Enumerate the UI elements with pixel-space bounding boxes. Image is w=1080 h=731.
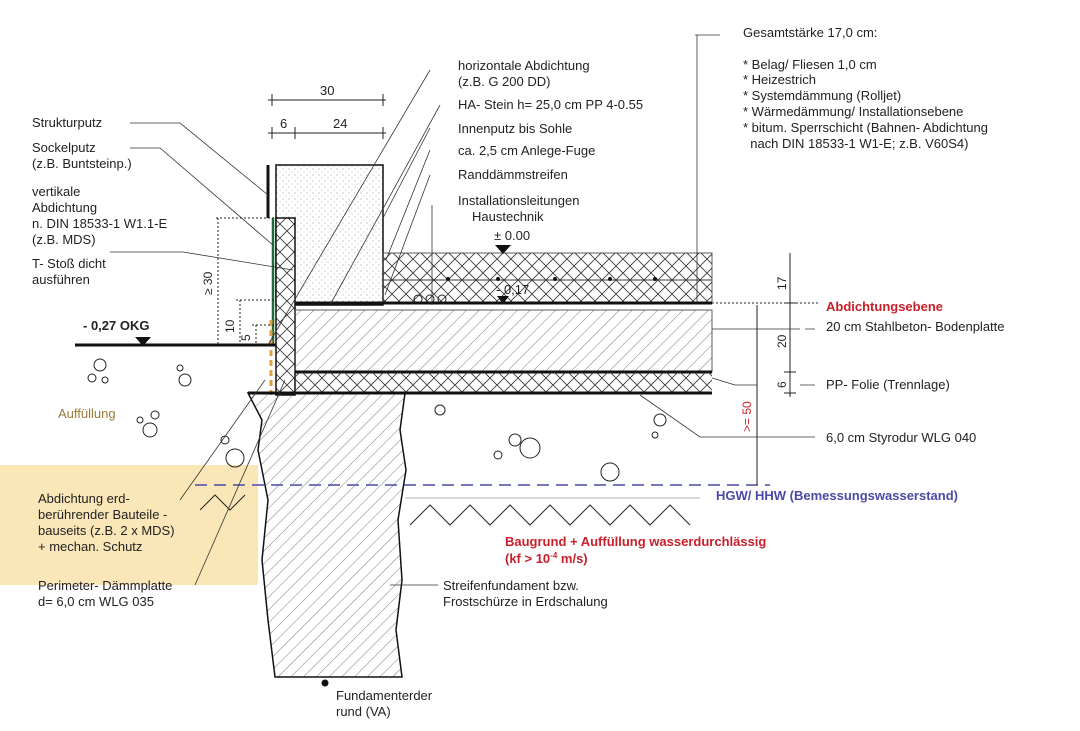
- label-vertical-seal-4: (z.B. MDS): [32, 232, 96, 247]
- dim-24: 24: [333, 116, 347, 131]
- label-sockelputz-2: (z.B. Buntsteinp.): [32, 156, 132, 171]
- label-level-0: ± 0.00: [494, 228, 530, 243]
- label-foil: PP- Folie (Trennlage): [826, 377, 950, 392]
- top-dimensions: [268, 94, 386, 139]
- floor-build-item: * Belag/ Fliesen 1,0 cm: [743, 57, 877, 72]
- label-styrodur: 6,0 cm Styrodur WLG 040: [826, 430, 976, 445]
- styrodur-insulation: [295, 372, 712, 393]
- label-groundwater: HGW/ HHW (Bemessungswasserstand): [716, 488, 958, 503]
- label-subsoil-2: (kf > 10-4 m/s): [505, 551, 588, 566]
- label-vertical-seal-3: n. DIN 18533-1 W1.1-E: [32, 216, 167, 231]
- label-horizontal-seal-2: (z.B. G 200 DD): [458, 74, 550, 89]
- dim-min-30: ≥ 30: [201, 271, 215, 295]
- label-vertical-seal-2: Abdichtung: [32, 200, 97, 215]
- label-innenputz: Innenputz bis Sohle: [458, 121, 572, 136]
- level-marker-0: [495, 245, 511, 254]
- right-dimensions: [712, 253, 820, 485]
- label-earth-seal-3: bauseits (z.B. 2 x MDS): [38, 523, 175, 538]
- heating-pipes: [446, 277, 657, 281]
- label-subsoil: Baugrund + Auffüllung wasserdurchlässig: [505, 534, 766, 549]
- floor-build-item: * Wärmedämmung/ Installationsebene: [743, 104, 963, 119]
- label-foundation-2: Frostschürze in Erdschalung: [443, 594, 608, 609]
- label-ha-stein: HA- Stein h= 25,0 cm PP 4-0.55: [458, 97, 643, 112]
- dim-10: 10: [223, 319, 237, 333]
- floor-build-item: * Systemdämmung (Rolljet): [743, 88, 901, 103]
- dim-6: 6: [280, 116, 287, 131]
- dim-17: 17: [775, 276, 789, 290]
- label-level-017: - 0,17: [496, 282, 529, 297]
- dim-30: 30: [320, 83, 334, 98]
- label-sockelputz: Sockelputz: [32, 140, 96, 155]
- label-okg: - 0,27 OKG: [83, 318, 149, 333]
- label-perimeter-2: d= 6,0 cm WLG 035: [38, 594, 154, 609]
- subsoil-hatch: [409, 504, 691, 526]
- perimeter-insulation: [275, 217, 296, 396]
- label-horizontal-seal: horizontale Abdichtung: [458, 58, 590, 73]
- label-edge-strip: Randdämmstreifen: [458, 167, 568, 182]
- floor-build-item: * Heizestrich: [743, 72, 816, 87]
- screed-layer: [382, 252, 713, 281]
- label-vertical-seal: vertikale: [32, 184, 80, 199]
- concrete-slab: [294, 309, 713, 373]
- floor-build-item: nach DIN 18533-1 W1-E; z.B. V60S4): [743, 136, 968, 151]
- label-foundation: Streifenfundament bzw.: [443, 578, 579, 593]
- label-installation-2: Haustechnik: [472, 209, 544, 224]
- floor-build-title: Gesamtstärke 17,0 cm:: [743, 25, 877, 40]
- gravel-symbols: [87, 358, 667, 482]
- label-backfill: Auffüllung: [58, 406, 116, 421]
- label-earth-seal-4: + mechan. Schutz: [38, 539, 142, 554]
- label-strukturputz: Strukturputz: [32, 115, 102, 130]
- earth-electrode: [321, 679, 329, 687]
- strip-foundation: [246, 392, 407, 678]
- label-installation: Installationsleitungen: [458, 193, 579, 208]
- label-perimeter: Perimeter- Dämmplatte: [38, 578, 172, 593]
- label-t-joint-2: ausführen: [32, 272, 90, 287]
- dim-5: 5: [239, 334, 253, 341]
- label-earth-electrode-2: rund (VA): [336, 704, 391, 719]
- leader-lines: [110, 34, 815, 586]
- level-marker-017: [497, 296, 509, 304]
- label-earth-seal: Abdichtung erd-: [38, 491, 130, 506]
- floor-build-item: * bitum. Sperrschicht (Bahnen- Abdichtun…: [743, 120, 988, 135]
- label-t-joint: T- Stoß dicht: [32, 256, 106, 271]
- label-sealing-level: Abdichtungsebene: [826, 299, 943, 314]
- label-slab: 20 cm Stahlbeton- Bodenplatte: [826, 319, 1005, 334]
- label-fuge: ca. 2,5 cm Anlege-Fuge: [458, 143, 595, 158]
- dim-min-50: >= 50: [740, 401, 754, 432]
- dim-20: 20: [775, 334, 789, 348]
- label-earth-electrode: Fundamenterder: [336, 688, 433, 703]
- dim-6-bottom: 6: [775, 381, 789, 388]
- level-marker-okg: [135, 337, 151, 346]
- label-earth-seal-2: berührender Bauteile -: [38, 507, 167, 522]
